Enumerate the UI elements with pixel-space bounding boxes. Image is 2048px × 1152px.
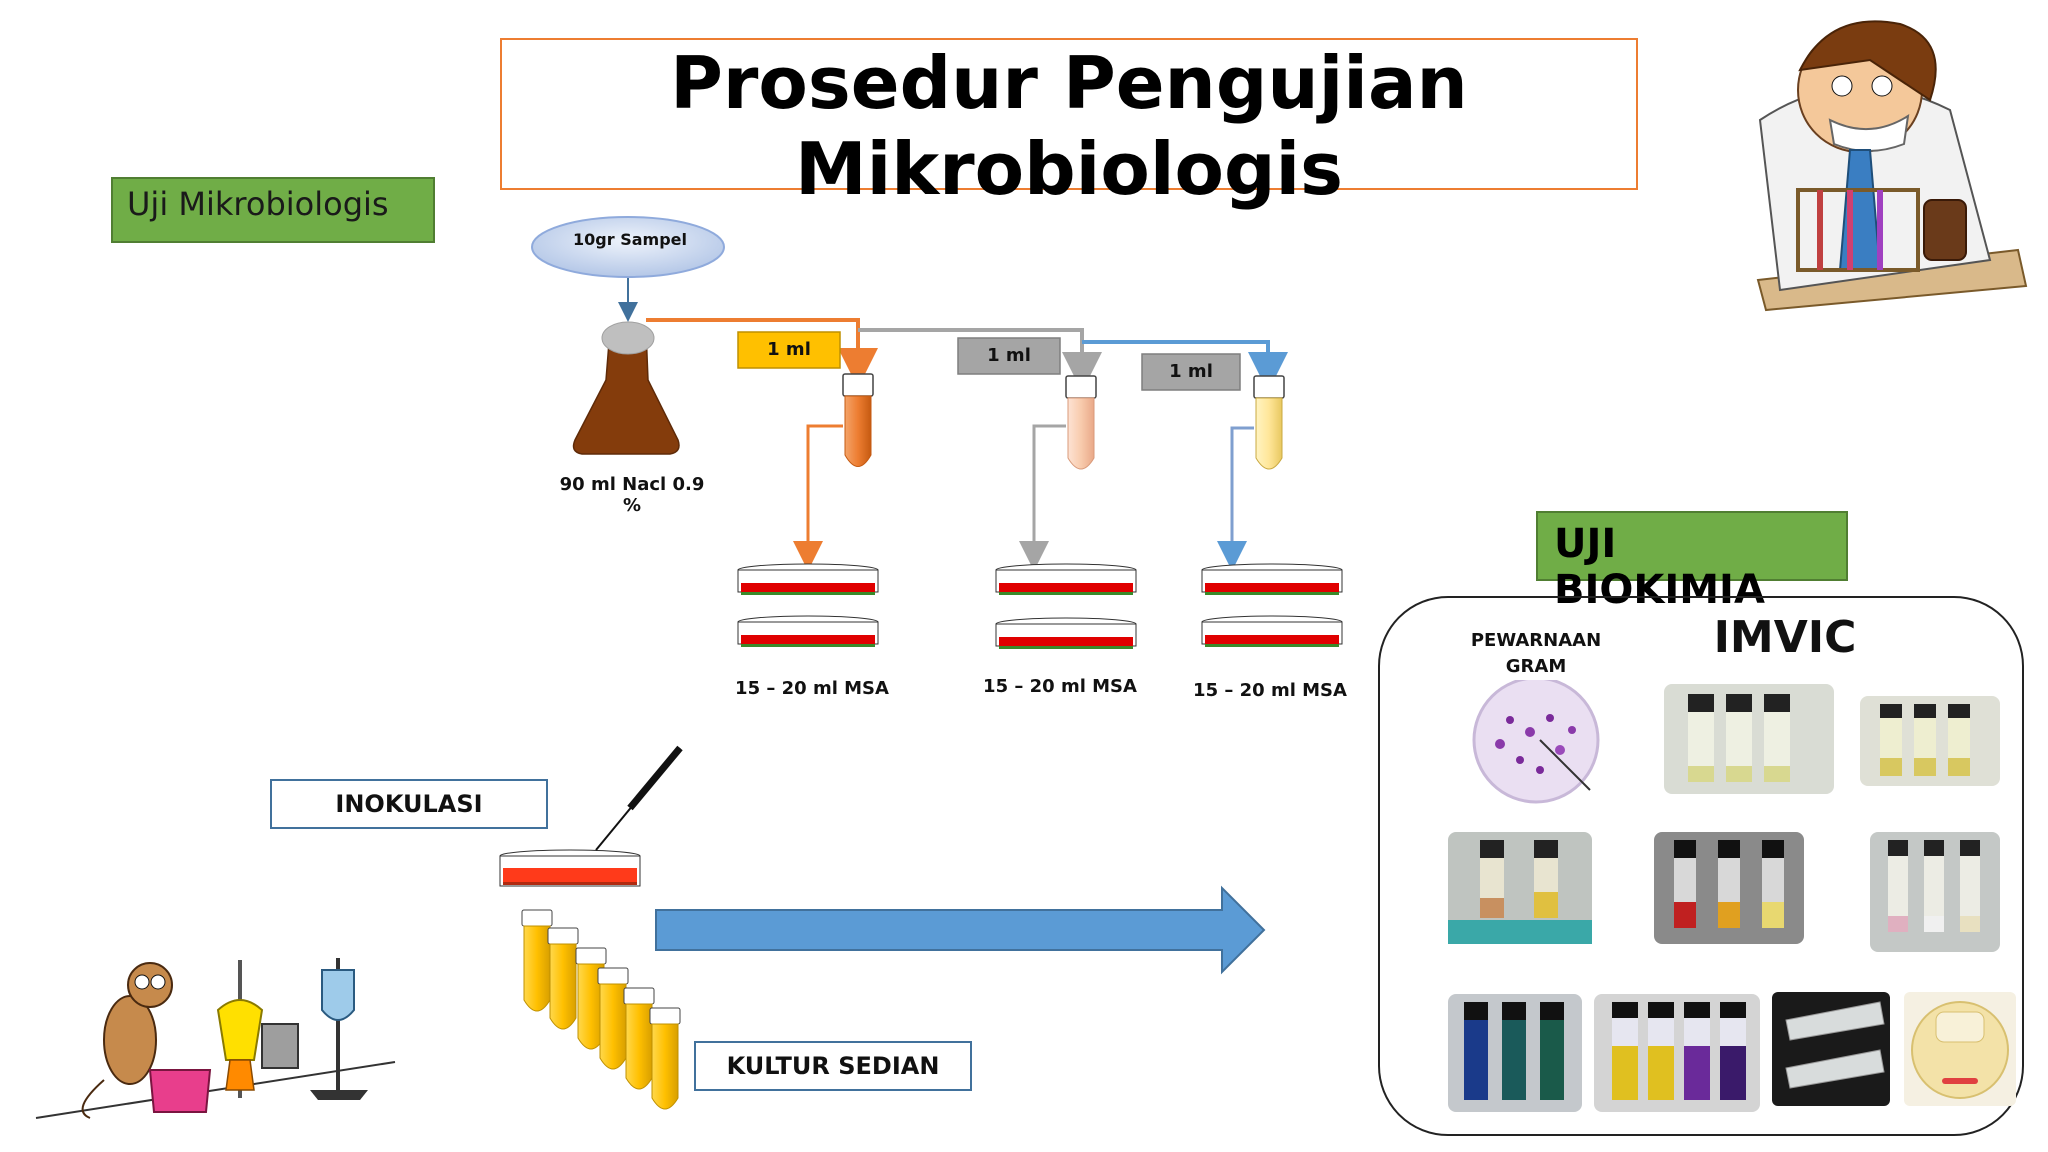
flask-label: 90 ml Nacl 0.9 %: [559, 474, 705, 516]
title-line-2: Mikrobiologis: [794, 127, 1344, 211]
biochem-photo-row3-2: [1594, 994, 1760, 1112]
scientist-clipart-icon: [1756, 20, 2028, 312]
inoculation-plate: [499, 849, 641, 887]
ml-label-1: 1 ml: [767, 339, 811, 360]
plate-label-3: 15 – 20 ml MSA: [1193, 680, 1347, 701]
slide-title: Prosedur Pengujian Mikrobiologis: [500, 38, 1638, 211]
transfer-line-orange: [646, 318, 878, 388]
petri-dish-pair-1: [737, 563, 879, 647]
ml-box-1: [737, 331, 841, 369]
test-tube-yellow: [1253, 375, 1285, 470]
ml-box-3: [1141, 353, 1241, 391]
inoculation-label: INOKULASI: [270, 779, 548, 829]
plate-label-2: 15 – 20 ml MSA: [983, 676, 1137, 697]
line-tube-to-plate-2: [1019, 424, 1066, 571]
imvic-label: IMVIC: [1713, 612, 1857, 663]
ml-box-2: [957, 337, 1061, 375]
petri-dish-pair-2: [995, 563, 1137, 649]
transfer-line-gray: [858, 328, 1102, 392]
imvic-photo-2: [1860, 696, 2000, 786]
title-line-1: Prosedur Pengujian: [670, 41, 1468, 125]
gram-stain-label: PEWARNAAN GRAM: [1456, 628, 1616, 680]
biochem-photo-row2-3: [1870, 832, 2000, 952]
biochem-photo-row3-1: [1448, 994, 1582, 1112]
ml-label-3: 1 ml: [1169, 361, 1213, 382]
section-label-uji-mikrobiologis: Uji Mikrobiologis: [111, 177, 435, 243]
imvic-photo-1: [1664, 684, 1834, 794]
sample-label: 10gr Sampel: [573, 230, 687, 249]
test-tube-pink: [1065, 375, 1097, 470]
biochem-panel: [1378, 596, 2024, 1136]
biochem-photo-row2-1: [1448, 832, 1592, 944]
sample-ellipse: [531, 216, 725, 278]
line-tube-to-plate-1: [793, 424, 843, 571]
ml-label-2: 1 ml: [987, 345, 1031, 366]
biochem-photos: [1448, 680, 2016, 1112]
gram-label-line-2: GRAM: [1505, 656, 1567, 677]
petri-dish-pair-3: [1201, 563, 1343, 647]
culture-tubes: [521, 909, 681, 1110]
culture-label: KULTUR SEDIAN: [694, 1041, 972, 1091]
biochem-photo-row3-4: [1904, 992, 2016, 1106]
line-tube-to-plate-3: [1217, 426, 1254, 571]
plate-label-1: 15 – 20 ml MSA: [735, 678, 889, 699]
erlenmeyer-flask: [572, 321, 680, 455]
section-label-uji-biokimia: UJI BIOKIMIA: [1536, 511, 1848, 613]
gram-label-line-1: PEWARNAAN: [1470, 630, 1602, 651]
lab-mouse-clipart-icon: [35, 958, 396, 1119]
big-arrow-to-biochem: [655, 885, 1266, 975]
gram-stain-photo: [1472, 680, 1600, 804]
biochem-photo-row2-2: [1654, 832, 1804, 944]
test-tube-orange: [842, 373, 874, 467]
transfer-line-blue: [1082, 340, 1288, 392]
biochem-photo-row3-3: [1772, 992, 1890, 1106]
inoculation-loop-handle: [627, 745, 683, 811]
